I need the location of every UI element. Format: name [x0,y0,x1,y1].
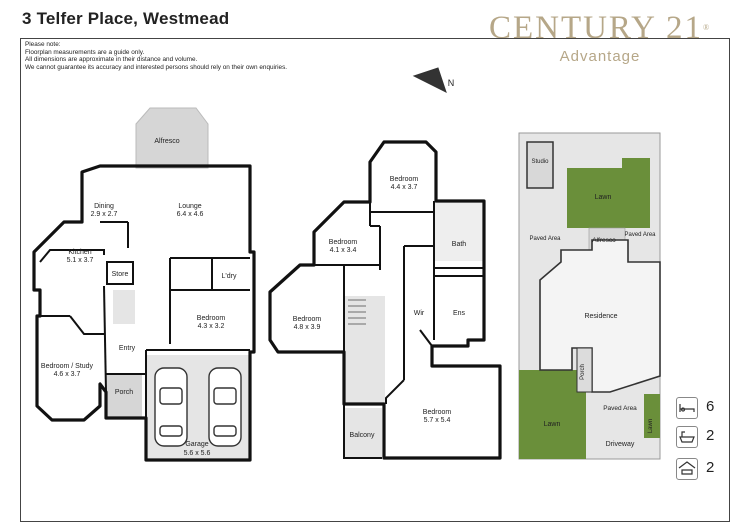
balcony-label: Balcony [350,432,375,439]
property-title: 3 Telfer Place, Westmead [22,9,230,28]
bedroom-main-label: Bedroom [423,409,452,416]
bedroom-mid-label: Bedroom [329,239,358,246]
compass-icon: N [412,67,455,93]
lawn-side-label: Lawn [648,419,654,433]
garage-dims: 5.6 x 5.6 [184,450,211,457]
bath-label: Bath [452,241,467,248]
garage-icon [676,458,698,480]
bedroom-top-label: Bedroom [390,176,419,183]
store-label: Store [112,271,129,278]
stairs [348,299,366,325]
paved-bottom-label: Paved Area [603,405,637,412]
bedroom-main-dims: 5.7 x 5.4 [424,417,451,424]
bedroom-left-dims: 4.8 x 3.9 [294,324,321,331]
dining-dims: 2.9 x 2.7 [91,211,118,218]
bedroom-dims: 4.3 x 3.2 [198,323,225,330]
bedroom-left-label: Bedroom [293,316,322,323]
brand-logo: CENTURY 21® Advantage [486,10,714,65]
note-line: Floorplan measurements are a guide only. [25,48,145,56]
wir-label: Wir [414,310,425,317]
residence-label: Residence [584,313,617,320]
bedroom-mid-dims: 4.1 x 3.4 [330,247,357,254]
ground-floor-plan: Alfresco Dining 2.9 x 2.7 Lounge 6.4 x 4… [32,107,256,462]
bedroom-label: Bedroom [197,315,226,322]
garage-count: 2 [706,459,715,476]
study-label: Bedroom / Study [41,363,94,370]
brand-subtitle: Advantage [559,48,641,65]
note-line: We cannot guarantee its accuracy and int… [25,63,288,71]
studio-label: Studio [531,159,549,165]
laundry-label: L'dry [222,273,237,280]
lounge-label: Lounge [178,203,201,210]
lawn-top-label: Lawn [595,194,612,201]
ens-label: Ens [453,310,466,317]
lounge-dims: 6.4 x 4.6 [177,211,204,218]
garage-label: Garage [185,441,208,448]
porch-site-label: Porch [580,364,586,380]
kitchen-label: Kitchen [68,249,91,256]
bed-icon [676,397,698,419]
porch-label: Porch [115,389,133,396]
bedroom-top-dims: 4.4 x 3.7 [391,184,418,191]
bath-icon [676,426,698,448]
study-dims: 4.6 x 3.7 [54,371,81,378]
bathroom-count: 2 [706,427,715,444]
note-line: Please note: [25,41,61,48]
site-plan: Studio Lawn Paved Area Alfresco Paved Ar… [518,132,661,460]
paved-left-label: Paved Area [529,236,561,242]
driveway-label: Driveway [606,441,635,448]
lawn-bottom-label: Lawn [544,421,561,428]
brand-name: CENTURY 21® [488,10,712,46]
dining-label: Dining [94,203,114,210]
floorplan-frame [20,38,730,522]
first-floor-plan: Bedroom 4.4 x 3.7 Bedroom 4.1 x 3.4 Bath… [268,140,502,460]
compass-label: N [448,78,455,88]
alfresco-area [135,107,209,169]
disclaimer-notes: Please note: Floorplan measurements are … [25,41,287,71]
note-line: All dimensions are approximate in their … [25,56,198,64]
paved-right-label: Paved Area [624,232,656,238]
bedroom-count: 6 [706,398,715,415]
alfresco-label: Alfresco [154,138,179,145]
entry-label: Entry [119,345,136,352]
alfresco-site-label: Alfresco [592,237,616,244]
car-icon [154,367,242,447]
kitchen-dims: 5.1 x 3.7 [67,257,94,264]
